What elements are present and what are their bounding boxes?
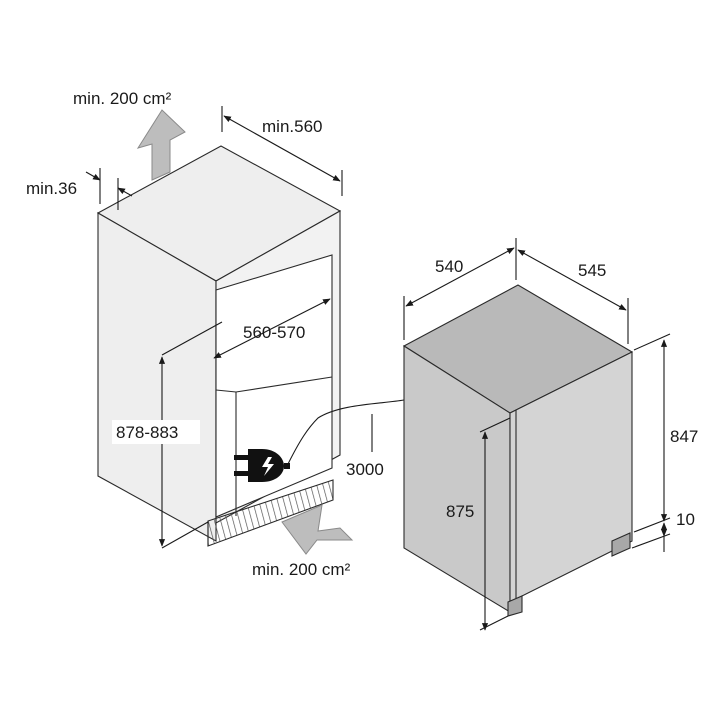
label-depth-min: min.560	[262, 117, 322, 136]
label-gap-min: min.36	[26, 179, 77, 198]
label-niche-width: 560-570	[243, 323, 305, 342]
vent-arrow-bottom: min. 200 cm²	[252, 504, 354, 579]
arrow-up-icon	[136, 109, 186, 181]
label-bg	[112, 420, 200, 444]
label-cable-length: 3000	[346, 460, 384, 479]
dim-appliance-height-side: 847	[633, 333, 698, 533]
label-vent-bottom: min. 200 cm²	[252, 560, 351, 579]
arrow-right-icon	[281, 504, 354, 555]
label-foot-height: 10	[676, 510, 695, 529]
label-vent-top: min. 200 cm²	[73, 89, 172, 108]
vent-arrow-top: min. 200 cm²	[73, 89, 186, 181]
dim-foot-height: 10	[631, 510, 695, 552]
dim-appliance-height-front: 875	[446, 417, 511, 631]
foot-front	[611, 532, 631, 557]
appliance-front	[509, 351, 633, 603]
power-cable: 3000	[234, 399, 405, 482]
dim-appliance-depth: 545	[517, 249, 629, 344]
label-appliance-height-side: 847	[670, 427, 698, 446]
dim-appliance-width: 540	[403, 238, 517, 340]
dim-gap-min: min.36	[26, 168, 133, 210]
dim-niche-width: 560-570	[213, 298, 331, 359]
label-appliance-width: 540	[435, 257, 463, 276]
dim-depth-min: min.560	[221, 106, 343, 196]
dim-niche-height: 878-883	[112, 321, 223, 549]
label-appliance-depth: 545	[578, 261, 606, 280]
cabinet	[96, 145, 342, 547]
foot-rear	[507, 595, 523, 617]
label-niche-height: 878-883	[116, 423, 178, 442]
appliance	[402, 284, 634, 617]
power-plug-icon	[234, 449, 290, 482]
label-appliance-height-front: 875	[446, 502, 474, 521]
